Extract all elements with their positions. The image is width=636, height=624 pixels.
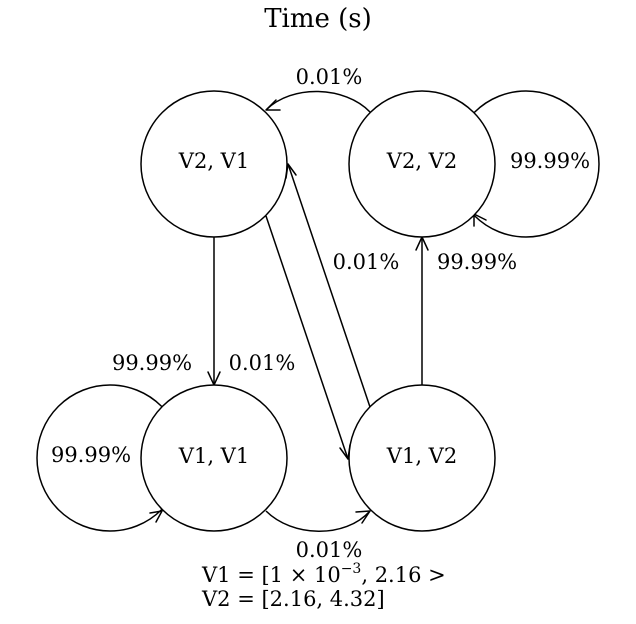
edge-label-v2v2-self: 99.99%: [510, 149, 590, 173]
edge-v1v2-to-v2v1: [287, 163, 371, 408]
node-v2v2: V2, V2: [348, 90, 496, 238]
node-v1v2-label: V1, V2: [386, 444, 457, 468]
edge-v2v1-to-v1v2: [265, 215, 349, 460]
edge-v2v2-to-v2v1: [265, 90, 371, 113]
node-v1v1-circle: [140, 384, 288, 532]
node-v1v1: V1, V1: [140, 384, 288, 532]
edge-label-v1v1-to-v1v2: 0.01%: [296, 538, 363, 562]
edge-v1v1-to-v1v2: [265, 510, 371, 532]
edge-label-v2v1-to-v1v2: 99.99%: [112, 351, 192, 375]
edge-label-v1v2-to-v2v2: 99.99%: [437, 250, 517, 274]
node-v1v1-label: V1, V1: [178, 444, 249, 468]
legend-v1-prefix: V1 = [1 × 10: [201, 563, 341, 587]
legend-v2: V2 = [2.16, 4.32]: [201, 587, 385, 611]
node-v2v2-label: V2, V2: [386, 149, 457, 173]
arrowhead-loop-v1v1: [149, 510, 163, 523]
legend-v1-suffix: , 2.16 >: [361, 563, 445, 587]
edge-label-v1v2-to-v2v1: 0.01%: [333, 250, 400, 274]
edge-label-v1v1-self: 99.99%: [51, 443, 131, 467]
node-v2v1-circle: [140, 90, 288, 238]
node-v2v2-circle: [348, 90, 496, 238]
node-v1v2-circle: [348, 384, 496, 532]
arrowhead-v1v1-to-v1v2: [355, 510, 371, 524]
legend-v1-exp: −3: [341, 561, 362, 577]
node-v1v2: V1, V2: [348, 384, 496, 532]
legend-v1: V1 = [1 × 10−3, 2.16 >: [201, 561, 446, 587]
arrowhead-v2v2-to-v2v1: [265, 99, 281, 111]
diagram-title: Time (s): [264, 4, 372, 34]
node-v2v1-label: V2, V1: [178, 149, 249, 173]
node-v2v1: V2, V1: [140, 90, 288, 238]
edge-label-v2v2-to-v2v1: 0.01%: [296, 65, 363, 89]
edge-label-v2v1-to-v1v1: 0.01%: [229, 351, 296, 375]
